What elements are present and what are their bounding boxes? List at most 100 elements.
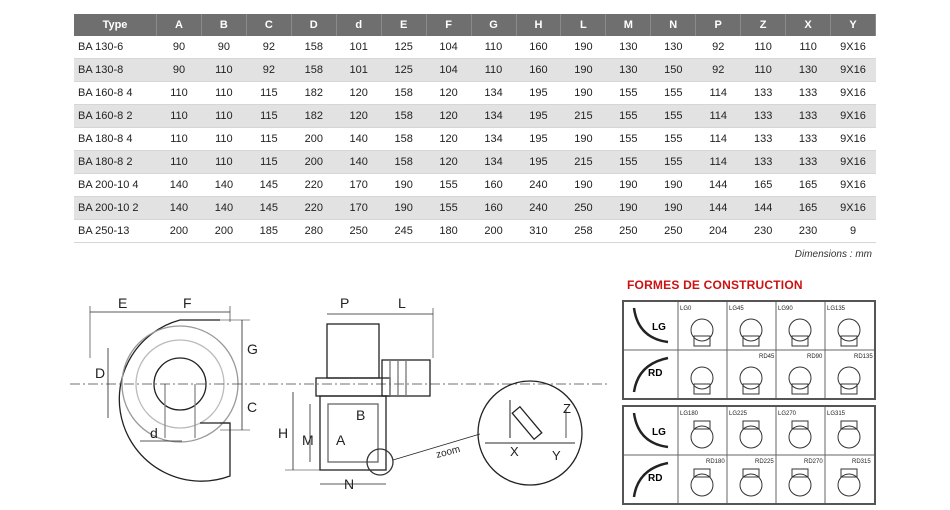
table-cell: 155 — [426, 196, 472, 220]
table-cell: 158 — [381, 127, 427, 151]
table-cell: 120 — [426, 81, 472, 105]
table-cell: 140 — [336, 150, 382, 174]
table-cell: 9 — [830, 219, 876, 243]
table-cell: 195 — [516, 104, 561, 128]
table-cell: 258 — [560, 219, 606, 243]
table-cell: 170 — [336, 196, 382, 220]
label-F: F — [183, 295, 192, 311]
code-lg45: LG45 — [729, 306, 744, 312]
table-cell: 190 — [560, 127, 606, 151]
table-cell: 110 — [201, 127, 247, 151]
code-lg135: LG135 — [827, 306, 846, 312]
table-cell: 190 — [381, 196, 427, 220]
header-l-10: L — [560, 14, 607, 36]
table-cell: 140 — [201, 196, 247, 220]
table-cell: 104 — [426, 36, 472, 59]
table-cell: 155 — [650, 150, 696, 174]
formes-title: FORMES DE CONSTRUCTION — [627, 278, 803, 292]
table-cell: 120 — [426, 150, 472, 174]
table-cell: 114 — [695, 81, 741, 105]
header-g-8: G — [471, 14, 517, 36]
table-cell: 9X16 — [830, 58, 876, 82]
table-cell: 190 — [560, 81, 606, 105]
table-cell: 110 — [201, 104, 247, 128]
table-cell: 110 — [785, 36, 831, 59]
table-cell: 160 — [471, 173, 516, 197]
header-d-5: d — [336, 14, 382, 36]
label-G: G — [247, 341, 258, 357]
code-rd180: RD180 — [706, 459, 725, 465]
table-cell: 120 — [336, 104, 382, 128]
table-cell: 190 — [605, 173, 651, 197]
table-cell: 165 — [785, 173, 831, 197]
table-cell: 200 — [471, 219, 516, 243]
table-cell: 155 — [426, 173, 472, 197]
label-E: E — [118, 295, 127, 311]
header-f-7: F — [426, 14, 472, 36]
table-cell: 9X16 — [830, 173, 876, 197]
table-cell: 133 — [740, 127, 786, 151]
code-rd90: RD90 — [807, 354, 823, 360]
table-cell: BA 250-13 — [74, 219, 157, 243]
table-cell: 130 — [605, 58, 651, 82]
formes-bottom-svg: LG RD LG180 LG225 LG270 LG315 RD180 RD22… — [624, 407, 874, 503]
table-cell: 220 — [291, 196, 337, 220]
table-cell: 110 — [740, 58, 786, 82]
table-cell: 110 — [740, 36, 786, 59]
table-cell: 245 — [381, 219, 427, 243]
label-H: H — [278, 425, 288, 441]
table-cell: 110 — [201, 150, 247, 174]
table-cell: 230 — [740, 219, 786, 243]
header-x-15: X — [785, 14, 832, 36]
header-n-12: N — [650, 14, 697, 36]
code-lg90: LG90 — [778, 306, 793, 312]
label-D: D — [95, 365, 105, 381]
table-cell: 158 — [291, 58, 337, 82]
label-B: B — [356, 407, 365, 423]
table-cell: 125 — [381, 36, 427, 59]
table-cell: 155 — [650, 104, 696, 128]
table-cell: 9X16 — [830, 36, 876, 59]
table-cell: 165 — [785, 196, 831, 220]
table-cell: 170 — [336, 173, 382, 197]
zoom-circle-small — [366, 448, 394, 476]
table-cell: 140 — [201, 173, 247, 197]
header-p-13: P — [695, 14, 742, 36]
table-cell: 190 — [560, 58, 606, 82]
table-cell: 101 — [336, 36, 382, 59]
table-cell: 190 — [650, 196, 696, 220]
table-cell: 220 — [291, 173, 337, 197]
slot-shape — [511, 405, 543, 441]
table-cell: 130 — [650, 36, 696, 59]
header-d-4: D — [291, 14, 337, 36]
table-cell: 115 — [246, 104, 292, 128]
table-cell: 310 — [516, 219, 561, 243]
fan-technical-drawing: E F G C D d P L H M A B N zoom Z X Y — [70, 295, 610, 492]
table-cell: 90 — [201, 36, 247, 59]
table-cell: 160 — [516, 36, 561, 59]
label-N: N — [344, 476, 354, 492]
table-cell: 140 — [336, 127, 382, 151]
table-cell: 250 — [605, 219, 651, 243]
formes-grid-bottom: LG RD LG180 LG225 LG270 LG315 RD180 RD22… — [622, 405, 876, 505]
table-cell: 9X16 — [830, 127, 876, 151]
label-X: X — [510, 444, 519, 459]
table-cell: 204 — [695, 219, 741, 243]
header-e-6: E — [381, 14, 427, 36]
table-cell: BA 130-6 — [74, 36, 157, 59]
code-rd270: RD270 — [804, 459, 823, 465]
table-cell: 158 — [381, 104, 427, 128]
table-cell: 92 — [695, 36, 741, 59]
table-cell: 133 — [785, 104, 831, 128]
table-cell: BA 180-8 4 — [74, 127, 157, 151]
table-cell: 190 — [650, 173, 696, 197]
table-cell: 92 — [246, 36, 292, 59]
header-y-16: Y — [830, 14, 876, 36]
